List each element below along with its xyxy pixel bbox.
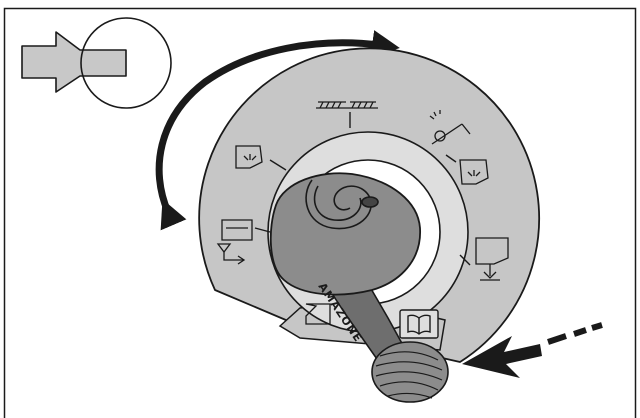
nozzle-spray-icon: [429, 110, 471, 145]
tank-drain-icon: [475, 237, 509, 281]
manual-book-icon: [399, 309, 439, 339]
tank-inlet-pump-icon: [216, 219, 253, 265]
boom-spray-icon: [316, 101, 378, 109]
knob-spiral-grip: [305, 179, 379, 230]
tank-nozzle-right-icon: [459, 159, 489, 185]
tank-small-icon: [305, 303, 331, 325]
dashed-push-arrow-icon: [462, 322, 603, 378]
curved-double-arrow-icon: [155, 30, 400, 231]
knob-head: [269, 172, 421, 296]
knob-ribbed-end: [371, 341, 449, 403]
tank-nozzle-left-icon: [235, 145, 263, 169]
